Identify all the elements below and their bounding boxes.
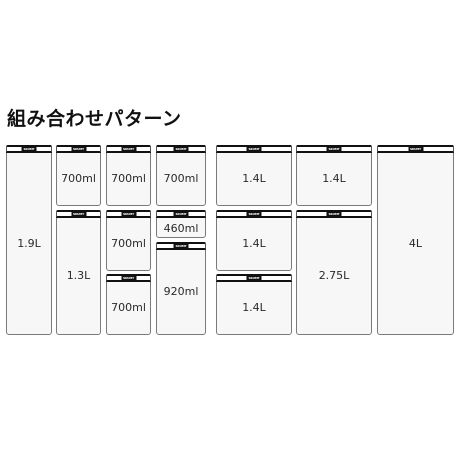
brand-tab: SKUMT <box>408 146 423 152</box>
container-1-4l: SKUMT 1.4L <box>296 145 372 206</box>
container-920ml: SKUMT 920ml <box>156 242 206 335</box>
container-lid: SKUMT <box>106 145 151 153</box>
container-lid: SKUMT <box>56 210 101 218</box>
container-lid: SKUMT <box>156 145 206 153</box>
capacity-label: 460ml <box>163 221 199 235</box>
brand-tab: SKUMT <box>326 211 342 217</box>
container-1-4l: SKUMT 1.4L <box>216 274 292 335</box>
container-lid: SKUMT <box>106 210 151 218</box>
container-700ml: SKUMT 700ml <box>56 145 101 206</box>
container-1-9l: SKUMT 1.9L <box>6 145 52 335</box>
container-lid: SKUMT <box>6 145 52 153</box>
container-1-4l: SKUMT 1.4L <box>216 210 292 271</box>
container-700ml: SKUMT 700ml <box>156 145 206 206</box>
brand-tab: SKUMT <box>173 146 189 152</box>
capacity-label: 4L <box>408 236 423 250</box>
brand-tab: SKUMT <box>326 146 342 152</box>
container-lid: SKUMT <box>296 145 372 153</box>
container-2-75l: SKUMT 2.75L <box>296 210 372 335</box>
brand-tab: SKUMT <box>21 146 37 152</box>
container-700ml: SKUMT 700ml <box>106 145 151 206</box>
capacity-label: 1.4L <box>322 172 346 185</box>
brand-tab: SKUMT <box>246 146 262 152</box>
container-lid: SKUMT <box>216 274 292 282</box>
brand-tab: SKUMT <box>121 146 136 152</box>
capacity-label: 1.9L <box>17 236 41 250</box>
brand-tab: SKUMT <box>173 211 189 217</box>
container-lid: SKUMT <box>216 210 292 218</box>
capacity-label: 1.4L <box>242 237 266 250</box>
page-title: 組み合わせパターン <box>7 108 182 130</box>
container-700ml: SKUMT 700ml <box>106 274 151 335</box>
brand-tab: SKUMT <box>121 275 136 281</box>
container-1-4l: SKUMT 1.4L <box>216 145 292 206</box>
capacity-label: 700ml <box>163 172 199 185</box>
capacity-label: 700ml <box>111 237 146 250</box>
capacity-label: 700ml <box>61 172 96 185</box>
container-lid: SKUMT <box>156 242 206 250</box>
capacity-label: 700ml <box>111 172 146 185</box>
capacity-label: 2.75L <box>318 269 350 282</box>
brand-tab: SKUMT <box>246 211 262 217</box>
capacity-label: 1.4L <box>242 301 266 314</box>
brand-tab: SKUMT <box>71 146 86 152</box>
brand-tab: SKUMT <box>71 211 86 217</box>
container-460ml: SKUMT 460ml <box>156 210 206 238</box>
container-lid: SKUMT <box>156 210 206 218</box>
brand-tab: SKUMT <box>121 211 136 217</box>
container-lid: SKUMT <box>296 210 372 218</box>
capacity-label: 1.4L <box>242 172 266 185</box>
container-1-3l: SKUMT 1.3L <box>56 210 101 335</box>
brand-tab: SKUMT <box>246 275 262 281</box>
capacity-label: 920ml <box>163 285 199 298</box>
capacity-label: 1.3L <box>66 269 91 282</box>
container-lid: SKUMT <box>56 145 101 153</box>
brand-tab: SKUMT <box>173 243 189 249</box>
container-lid: SKUMT <box>216 145 292 153</box>
container-700ml: SKUMT 700ml <box>106 210 151 271</box>
container-lid: SKUMT <box>377 145 454 153</box>
container-4l: SKUMT 4L <box>377 145 454 335</box>
container-lid: SKUMT <box>106 274 151 282</box>
capacity-label: 700ml <box>111 301 146 314</box>
